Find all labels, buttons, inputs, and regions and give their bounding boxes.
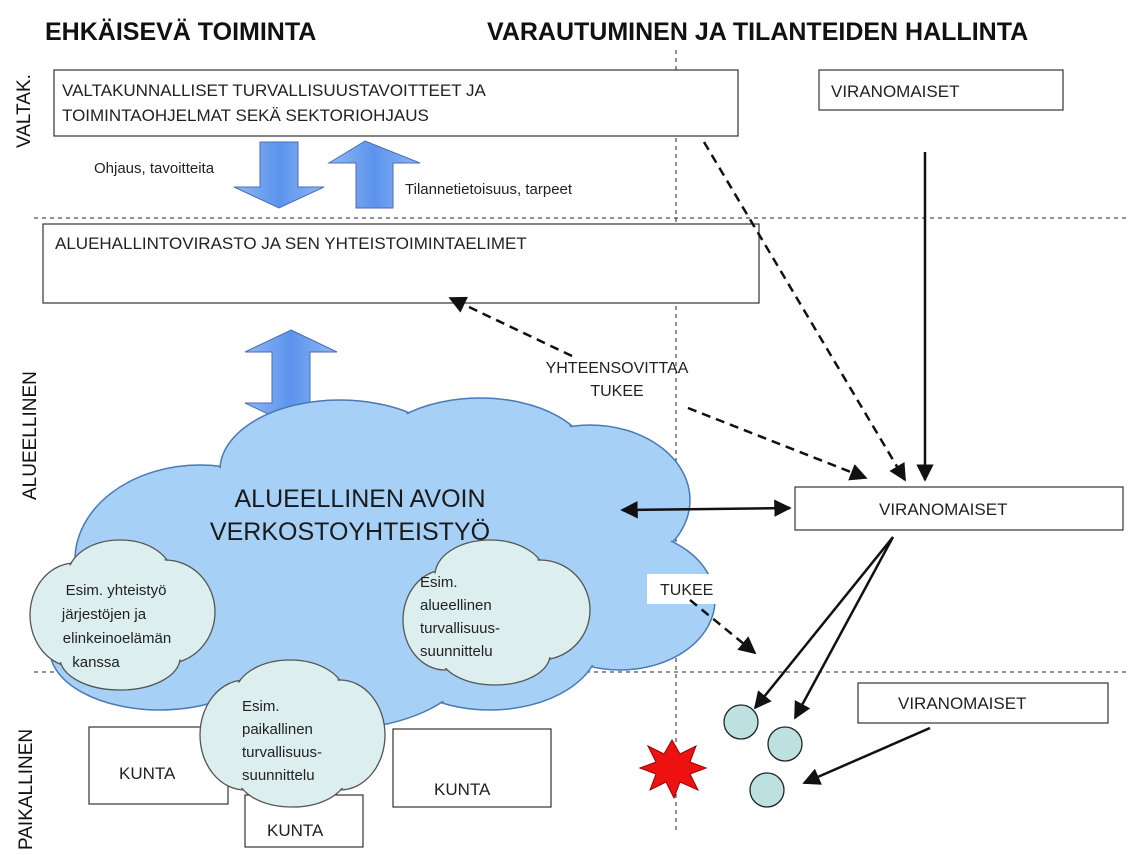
cooperation-line3: elinkeinoelämän <box>63 630 171 647</box>
authorities-local-label: VIRANOMAISET <box>898 694 1026 713</box>
cooperation-line1: Esim. yhteistyö <box>66 582 167 599</box>
national-goals-line1: VALTAKUNNALLISET TURVALLISUUSTAVOITTEET … <box>62 81 487 100</box>
municipality-label-2: KUNTA <box>434 780 491 799</box>
supports-label: TUKEE <box>660 582 713 599</box>
regional-planning-line3: turvallisuus- <box>420 620 500 637</box>
arrow-local-authorities-to-incident <box>802 726 931 785</box>
authorities-national-label: VIRANOMAISET <box>831 82 959 101</box>
national-goals-box: VALTAKUNNALLISET TURVALLISUUSTAVOITTEET … <box>53 69 739 137</box>
steering-down-arrow <box>233 141 325 209</box>
awareness-up-arrow <box>327 140 421 209</box>
cooperation-cloud: Esim. yhteistyö järjestöjen ja elinkeino… <box>29 539 216 691</box>
authorities-regional-box: VIRANOMAISET <box>794 486 1124 531</box>
incident-star-icon <box>638 738 708 800</box>
authorities-regional-label: VIRANOMAISET <box>879 500 1007 519</box>
cooperation-line2: järjestöjen ja <box>61 606 147 623</box>
awareness-label: Tilannetietoisuus, tarpeet <box>405 181 573 198</box>
local-planning-cloud: Esim. paikallinen turvallisuus- suunnitt… <box>199 659 386 808</box>
main-cloud-line2: VERKOSTOYHTEISTYÖ <box>210 518 490 546</box>
cooperation-line4: kanssa <box>72 654 120 671</box>
local-planning-line2: paikallinen <box>242 721 313 738</box>
arrow-national-goals-to-authorities <box>702 141 907 482</box>
local-planning-line3: turvallisuus- <box>242 744 322 761</box>
arrow-authorities-to-incident-2 <box>793 536 895 720</box>
regional-planning-line4: suunnittelu <box>420 643 493 660</box>
steering-label: Ohjaus, tavoitteita <box>94 160 215 177</box>
regional-planning-cloud: Esim. alueellinen turvallisuus- suunnitt… <box>402 539 591 686</box>
side-label-regional: ALUEELLINEN <box>20 371 41 500</box>
authorities-national-box: VIRANOMAISET <box>818 69 1064 111</box>
national-goals-line2: TOIMINTAOHJELMAT SEKÄ SEKTORIOHJAUS <box>62 106 429 125</box>
regional-planning-line1: Esim. <box>420 574 458 591</box>
municipality-label-3: KUNTA <box>267 821 324 840</box>
incident-circle-1 <box>723 704 759 740</box>
regional-agency-label: ALUEHALLINTOVIRASTO JA SEN YHTEISTOIMINT… <box>55 234 527 253</box>
main-cloud-line1: ALUEELLINEN AVOIN <box>234 485 485 513</box>
incident-circle-2 <box>767 726 803 762</box>
side-label-national: VALTAK. <box>14 74 35 148</box>
municipality-label-1: KUNTA <box>119 764 176 783</box>
arrow-cloud-authorities <box>620 499 792 519</box>
municipality-box-2: KUNTA <box>392 728 552 808</box>
regional-planning-line2: alueellinen <box>420 597 492 614</box>
header-preventive-action: EHKÄISEVÄ TOIMINTA <box>45 18 316 46</box>
arrow-coordinate-to-agency <box>448 296 573 358</box>
header-preparedness: VARAUTUMINEN JA TILANTEIDEN HALLINTA <box>487 18 1028 46</box>
arrow-authorities-to-incident-1 <box>753 536 894 710</box>
local-planning-line1: Esim. <box>242 698 280 715</box>
coordinate-label-line2: TUKEE <box>590 383 643 400</box>
incident-circle-3 <box>749 772 785 808</box>
supports-label-bg <box>647 574 723 604</box>
side-label-local: PAIKALLINEN <box>16 729 37 850</box>
arrow-coordinate-to-authorities <box>687 406 868 481</box>
local-planning-line4: suunnittelu <box>242 767 315 784</box>
regional-agency-box: ALUEHALLINTOVIRASTO JA SEN YHTEISTOIMINT… <box>42 223 760 304</box>
coordinate-label-line1: YHTEENSOVITTAA <box>546 360 689 377</box>
authorities-local-box: VIRANOMAISET <box>857 682 1109 724</box>
